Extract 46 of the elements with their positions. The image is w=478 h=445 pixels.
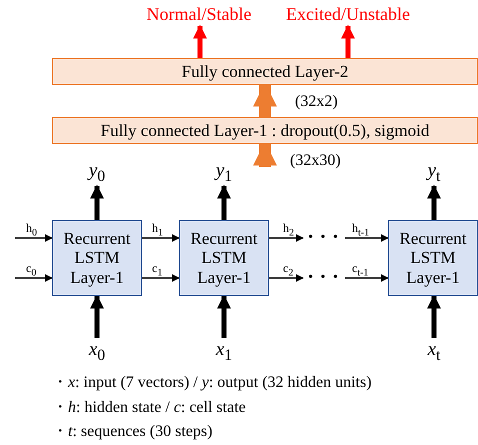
arrow	[269, 274, 304, 282]
arrow	[341, 24, 355, 58]
arrow	[345, 234, 389, 242]
edge-label: h$_{0}$	[26, 222, 37, 238]
layer-box: Fully connected Layer-1 : dropout(0.5), sigmoid	[52, 117, 478, 144]
arrow	[15, 234, 53, 242]
ellipsis-mark: • • •	[303, 228, 345, 248]
arrow	[142, 274, 180, 282]
arrow	[90, 184, 104, 220]
variable-label: y$_{t}$	[419, 160, 449, 186]
output-label: Excited/Unstable	[280, 2, 416, 26]
arrow	[427, 184, 441, 220]
arrow	[90, 294, 104, 338]
output-label: Normal/Stable	[143, 2, 255, 26]
edge-label: c$_{2}$	[283, 262, 294, 278]
note-text: ・t: sequences (30 steps)	[52, 422, 212, 442]
edge-label: c$_{1}$	[152, 262, 162, 278]
edge-label: (32x30)	[290, 153, 341, 169]
lstm-box: Recurrent LSTM Layer-1	[388, 220, 478, 296]
arrow	[217, 184, 231, 220]
note-text: ・x: input (7 vectors) / y: output (32 hidden units)	[52, 373, 372, 393]
variable-label: x$_{t}$	[419, 338, 449, 366]
edge-label: h$_{2}$	[283, 222, 294, 238]
edge-label: c$_{t-1}$	[352, 262, 368, 278]
variable-label: x$_{0}$	[82, 338, 112, 366]
arrow	[15, 274, 53, 282]
arrow	[142, 234, 180, 242]
arrow	[269, 234, 304, 242]
lstm-box: Recurrent LSTM Layer-1	[179, 220, 269, 296]
arrow	[253, 142, 277, 167]
arrow	[427, 294, 441, 338]
arrow	[193, 24, 207, 58]
edge-label: h$_{t-1}$	[352, 222, 370, 238]
note-text: ・h: hidden state / c: cell state	[52, 398, 246, 418]
variable-label: y$_{1}$	[209, 160, 239, 186]
ellipsis-mark: • • •	[303, 268, 345, 288]
edge-label: c$_{0}$	[26, 262, 36, 278]
arrow	[253, 82, 277, 117]
edge-label: h$_{1}$	[152, 222, 163, 238]
variable-label: x$_{1}$	[209, 338, 239, 366]
lstm-box: Recurrent LSTM Layer-1	[52, 220, 142, 296]
arrow	[345, 274, 389, 282]
variable-label: y$_{0}$	[82, 160, 112, 186]
arrow	[217, 294, 231, 338]
layer-box: Fully connected Layer-2	[52, 58, 478, 85]
edge-label: (32x2)	[295, 94, 338, 110]
